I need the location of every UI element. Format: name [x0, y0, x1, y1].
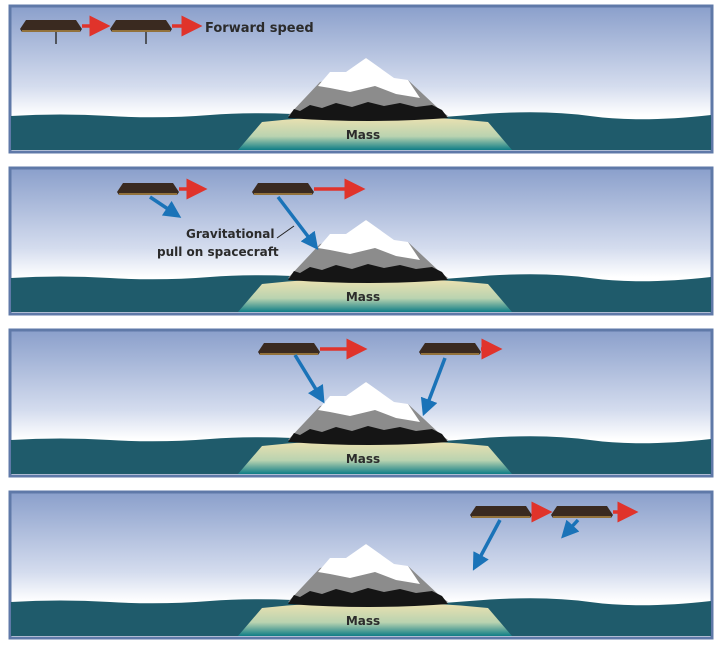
solar-panel	[419, 343, 481, 355]
island	[238, 602, 512, 636]
gravity-arrow	[293, 354, 325, 404]
mass-label-2: Mass	[346, 290, 380, 304]
spacecraft	[110, 15, 203, 44]
gravity-label-line1: Gravitational	[186, 227, 274, 241]
spacecraft	[419, 338, 503, 417]
mountain-snow	[318, 382, 420, 422]
gravity-arrow	[276, 195, 319, 250]
gravity-label-line2: pull on spacecraft	[157, 245, 279, 259]
gravity-arrow	[472, 519, 502, 571]
panel-4	[8, 490, 714, 640]
island	[238, 116, 512, 150]
solar-panel	[551, 506, 613, 518]
spacecraft	[252, 178, 366, 250]
forest	[288, 264, 448, 283]
island	[238, 278, 512, 312]
forest	[288, 426, 448, 445]
mass-label-1: Mass	[346, 128, 380, 142]
gravity-arrow	[149, 195, 182, 218]
forward-speed-label: Forward speed	[205, 21, 314, 36]
spacecraft	[470, 501, 553, 571]
mass-label-4: Mass	[346, 614, 380, 628]
gravity-arrow	[420, 357, 447, 417]
panel-1	[8, 4, 714, 154]
spacecraft	[20, 15, 111, 44]
mass-label-3: Mass	[346, 452, 380, 466]
spacecraft	[258, 338, 368, 404]
gravity-arrow	[561, 518, 580, 539]
mountain-snow	[318, 544, 420, 584]
spacecraft	[117, 178, 208, 218]
mountain-snow	[318, 58, 420, 98]
solar-panel	[252, 183, 314, 195]
island	[238, 440, 512, 474]
forest	[288, 588, 448, 607]
panel-2	[8, 166, 714, 316]
solar-panel	[20, 20, 82, 32]
spacecraft	[551, 501, 639, 539]
gravity-leader-line	[276, 225, 295, 239]
solar-panel	[117, 183, 179, 195]
solar-panel	[258, 343, 320, 355]
forest	[288, 102, 448, 121]
solar-panel	[110, 20, 172, 32]
solar-panel	[470, 506, 532, 518]
panel-3	[8, 328, 714, 478]
mountain-snow	[318, 220, 420, 260]
